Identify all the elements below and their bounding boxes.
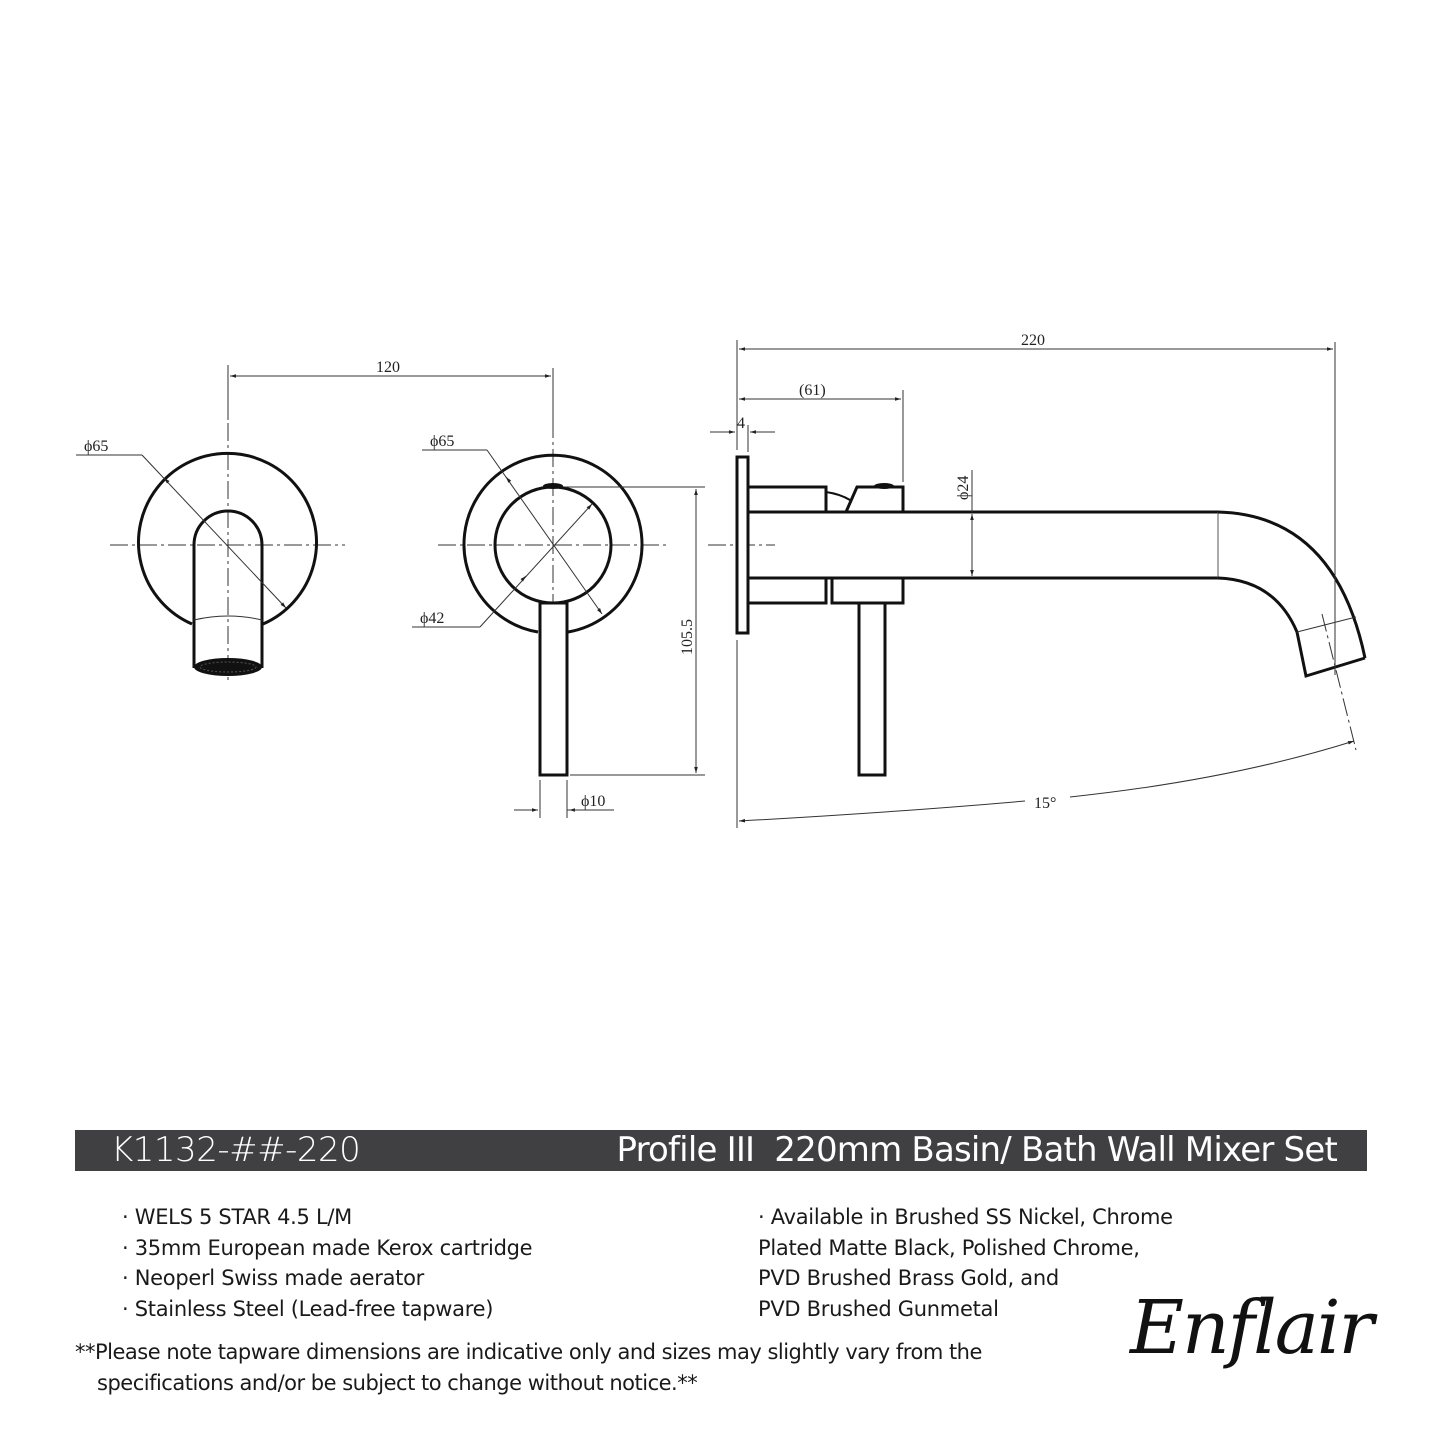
handle-length-label: 105.5 [679, 619, 696, 655]
mixer-handle-diameter-label: ϕ42 [420, 610, 444, 627]
feature-item: · Stainless Steel (Lead-free tapware) [122, 1296, 494, 1321]
disclaimer: **Please note tapware dimensions are ind… [75, 1337, 982, 1399]
feature-item: · 35mm European made Kerox cartridge [122, 1235, 533, 1260]
spacing-dimension: 120 [227, 359, 554, 420]
angle-label: 15° [1034, 795, 1056, 812]
finish-options-line: PVD Brushed Brass Gold, and [758, 1266, 1059, 1290]
plate-thickness-label: 4 [737, 415, 745, 432]
spacing-120-label: 120 [376, 359, 400, 376]
finish-options-line: Plated Matte Black, Polished Chrome, [758, 1235, 1140, 1260]
mixer-plate-diameter-label: ϕ65 [430, 433, 454, 450]
feature-item: · Neoperl Swiss made aerator [122, 1266, 424, 1290]
feature-item: · WELS 5 STAR 4.5 L/M [122, 1205, 352, 1229]
finish-options-line: · Available in Brushed SS Nickel, Chrome [758, 1205, 1173, 1229]
disclaimer-line-2: specifications and/or be subject to chan… [97, 1371, 698, 1395]
product-code: K1132-##-220 [111, 1130, 361, 1170]
mixer-front-view: ϕ65 ϕ42 105.5 ϕ10 [412, 420, 705, 818]
lever-diameter-label: ϕ10 [581, 793, 605, 810]
spout-front-view: ϕ65 [76, 365, 345, 680]
features-list-left: · WELS 5 STAR 4.5 L/M · 35mm European ma… [122, 1202, 533, 1324]
features-list-right: · Available in Brushed SS Nickel, Chrome… [758, 1202, 1173, 1324]
brand-logo: Enflair [1130, 1285, 1374, 1371]
spout-diameter-label: ϕ24 [955, 476, 972, 500]
side-view: 220 (61) 4 ϕ24 15° [708, 332, 1367, 828]
total-length-label: 220 [1021, 332, 1045, 349]
disclaimer-line-1: **Please note tapware dimensions are ind… [75, 1340, 982, 1364]
product-name: Profile III 220mm Basin/ Bath Wall Mixer… [616, 1130, 1337, 1170]
spout-plate-diameter-label: ϕ65 [84, 438, 108, 455]
title-bar: K1132-##-220 Profile III 220mm Basin/ Ba… [75, 1130, 1367, 1171]
technical-drawing: ϕ65 120 ϕ65 ϕ42 105.5 [76, 332, 1367, 828]
body-length-label: (61) [799, 382, 826, 399]
finish-options-line: PVD Brushed Gunmetal [758, 1296, 999, 1321]
